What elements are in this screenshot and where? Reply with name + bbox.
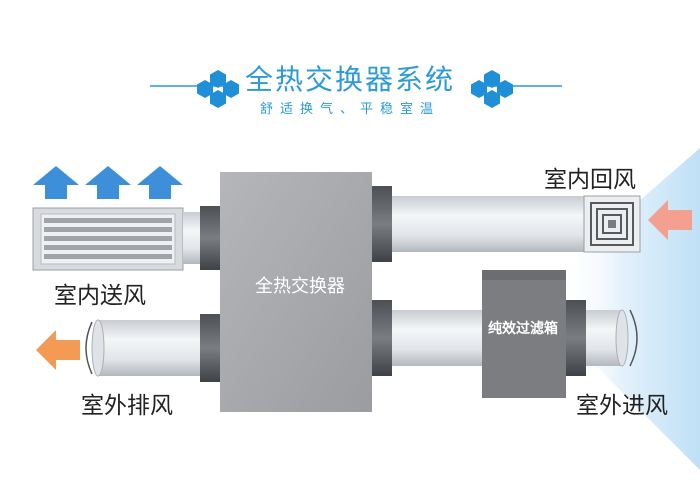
arrow-up-icon xyxy=(33,166,79,199)
label-indoor-supply: 室内送风 xyxy=(54,283,146,309)
exhaust-collar xyxy=(200,314,220,382)
intake-collar-outer xyxy=(566,300,586,376)
arrow-left-icon xyxy=(36,330,80,370)
supply-collar xyxy=(200,206,220,270)
intake-collar xyxy=(372,300,392,376)
label-indoor-return: 室内回风 xyxy=(544,167,636,193)
square-diffuser-icon xyxy=(583,195,641,253)
exhaust-duct-end xyxy=(91,319,105,377)
hexagon-cluster-icon xyxy=(471,70,513,108)
page-title: 全热交换器系统 xyxy=(244,63,455,96)
intake-duct-end xyxy=(615,309,629,367)
heat-exchanger-core xyxy=(220,172,372,412)
exhaust-duct xyxy=(98,320,202,376)
label-filter-box: 纯效过滤箱 xyxy=(488,321,558,337)
arrow-left-icon xyxy=(648,200,692,240)
intake-airflow-arc xyxy=(629,309,638,367)
label-outdoor-intake: 室外进风 xyxy=(576,393,668,419)
vent-grille-icon xyxy=(32,207,184,271)
supply-duct xyxy=(183,212,201,264)
arrow-up-icon xyxy=(85,166,131,199)
return-collar xyxy=(372,186,392,262)
label-outdoor-exhaust: 室外排风 xyxy=(81,393,173,419)
return-duct xyxy=(392,196,584,252)
filter-box xyxy=(482,270,566,398)
filter-box-shade xyxy=(482,270,566,280)
page-subtitle: 舒适换气、平稳室温 xyxy=(259,102,440,117)
hexagon-cluster-icon xyxy=(197,70,239,108)
arrow-up-icon xyxy=(137,166,183,199)
label-heat-exchanger: 全热交换器 xyxy=(255,276,345,297)
intake-duct-inner xyxy=(392,310,482,366)
exhaust-airflow-arc xyxy=(85,321,93,375)
